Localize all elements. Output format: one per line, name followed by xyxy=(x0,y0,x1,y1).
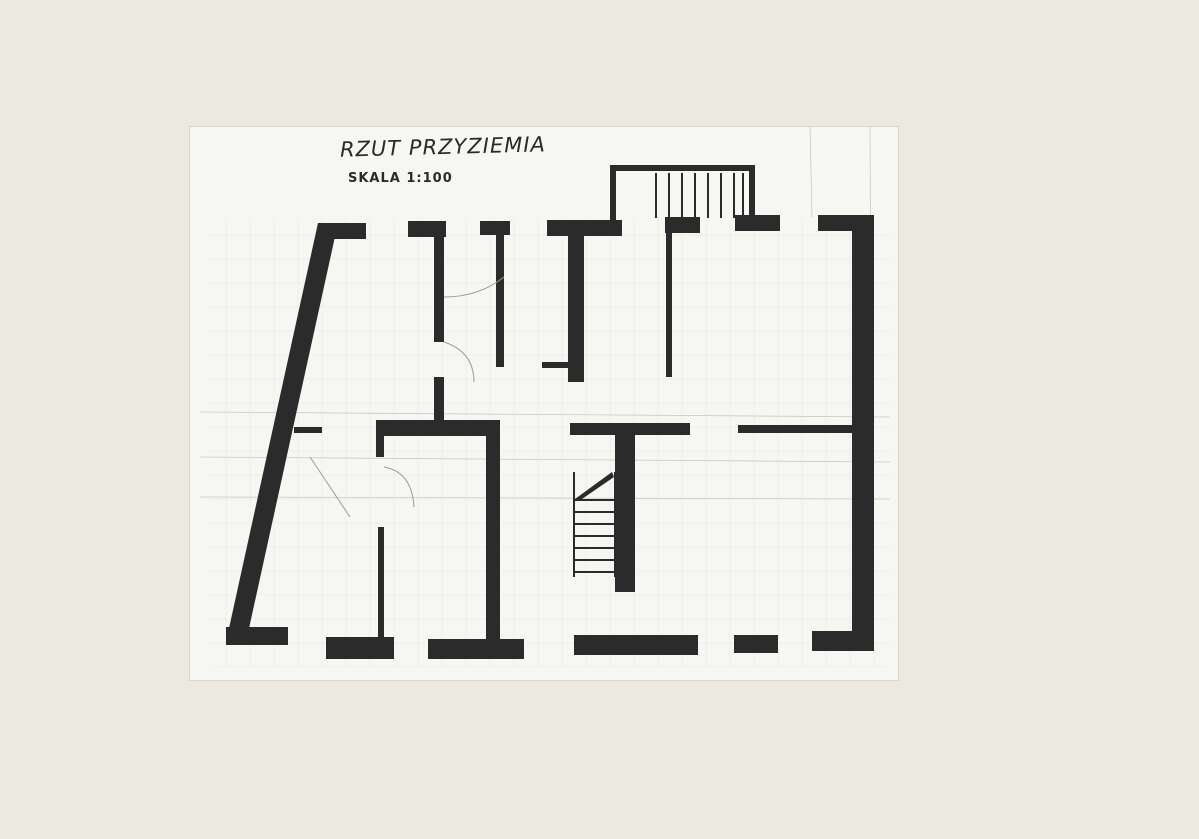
door-swings xyxy=(309,276,505,518)
floor-plan-print: RZUT PRZYZIEMIA SKALA 1:100 xyxy=(190,127,898,680)
interior-walls xyxy=(294,227,856,640)
wall-bottom xyxy=(226,627,874,659)
floor-plan-drawing xyxy=(199,127,891,667)
entrance-stair xyxy=(610,165,755,220)
wall-left-slanted xyxy=(226,223,338,642)
wall-right xyxy=(852,215,874,650)
interior-stair xyxy=(573,472,616,577)
drawing-scale: SKALA 1:100 xyxy=(348,171,453,186)
construction-grid xyxy=(210,217,890,667)
